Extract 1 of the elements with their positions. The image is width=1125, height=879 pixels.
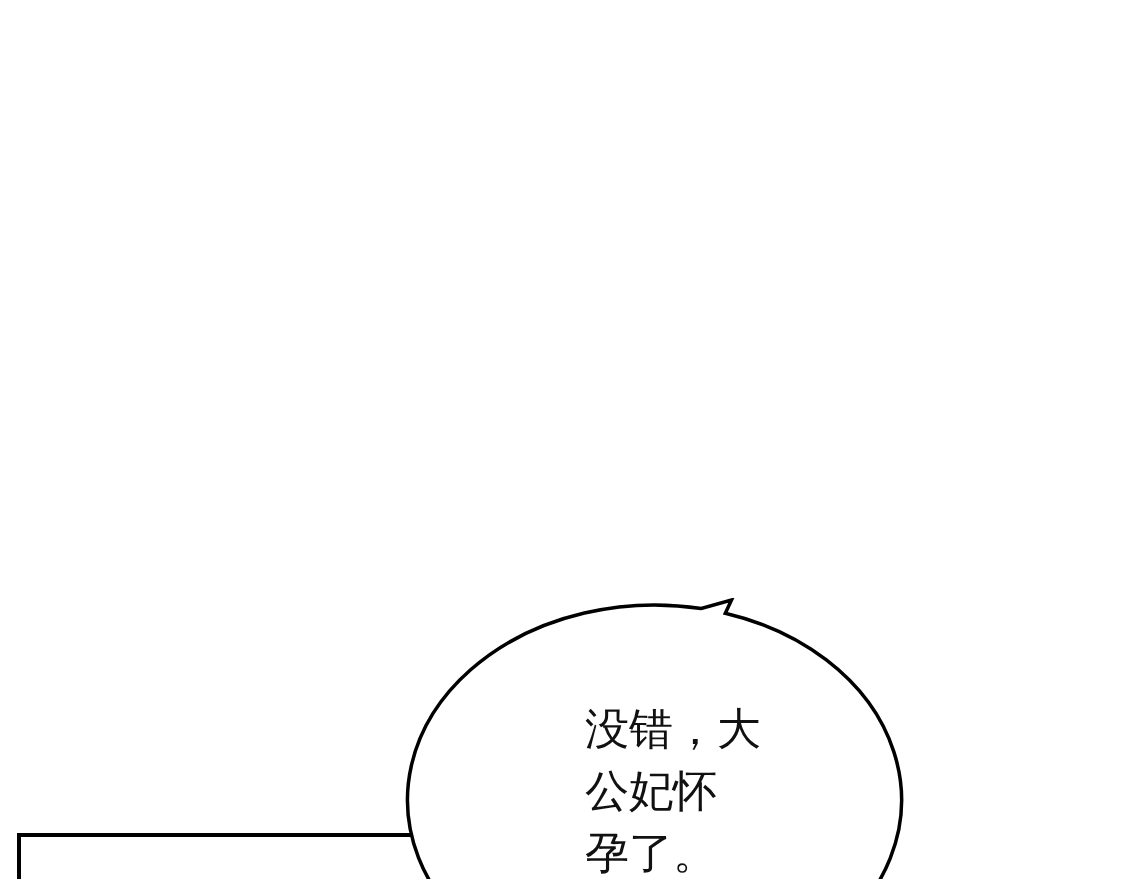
dialogue-text: 没错，大公妃怀孕了。 [585, 702, 761, 879]
